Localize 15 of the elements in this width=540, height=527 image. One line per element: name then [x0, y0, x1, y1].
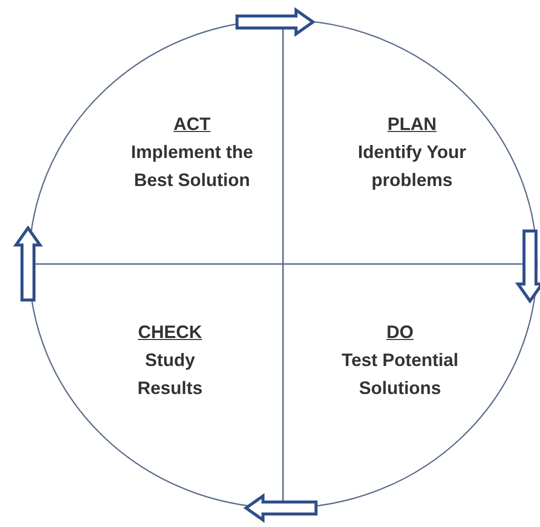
- quadrant-text: Study Results: [136, 349, 204, 400]
- quadrant-text: Test Potential Solutions: [340, 349, 460, 400]
- quadrant-heading: PLAN: [388, 113, 436, 136]
- quadrant-text: Implement the Best Solution: [130, 141, 254, 192]
- quadrant: [283, 20, 537, 264]
- quadrant: [29, 264, 283, 508]
- block-arrow: [243, 493, 318, 523]
- quadrant: [283, 264, 537, 508]
- block-arrow: [236, 7, 316, 37]
- quadrant-text: Identify Your problems: [356, 141, 468, 192]
- quadrant-heading: CHECK: [138, 321, 202, 344]
- block-arrow: [515, 230, 540, 304]
- quadrant-heading: DO: [386, 321, 414, 344]
- quadrant-heading: ACT: [174, 113, 210, 136]
- block-arrow: [13, 225, 43, 302]
